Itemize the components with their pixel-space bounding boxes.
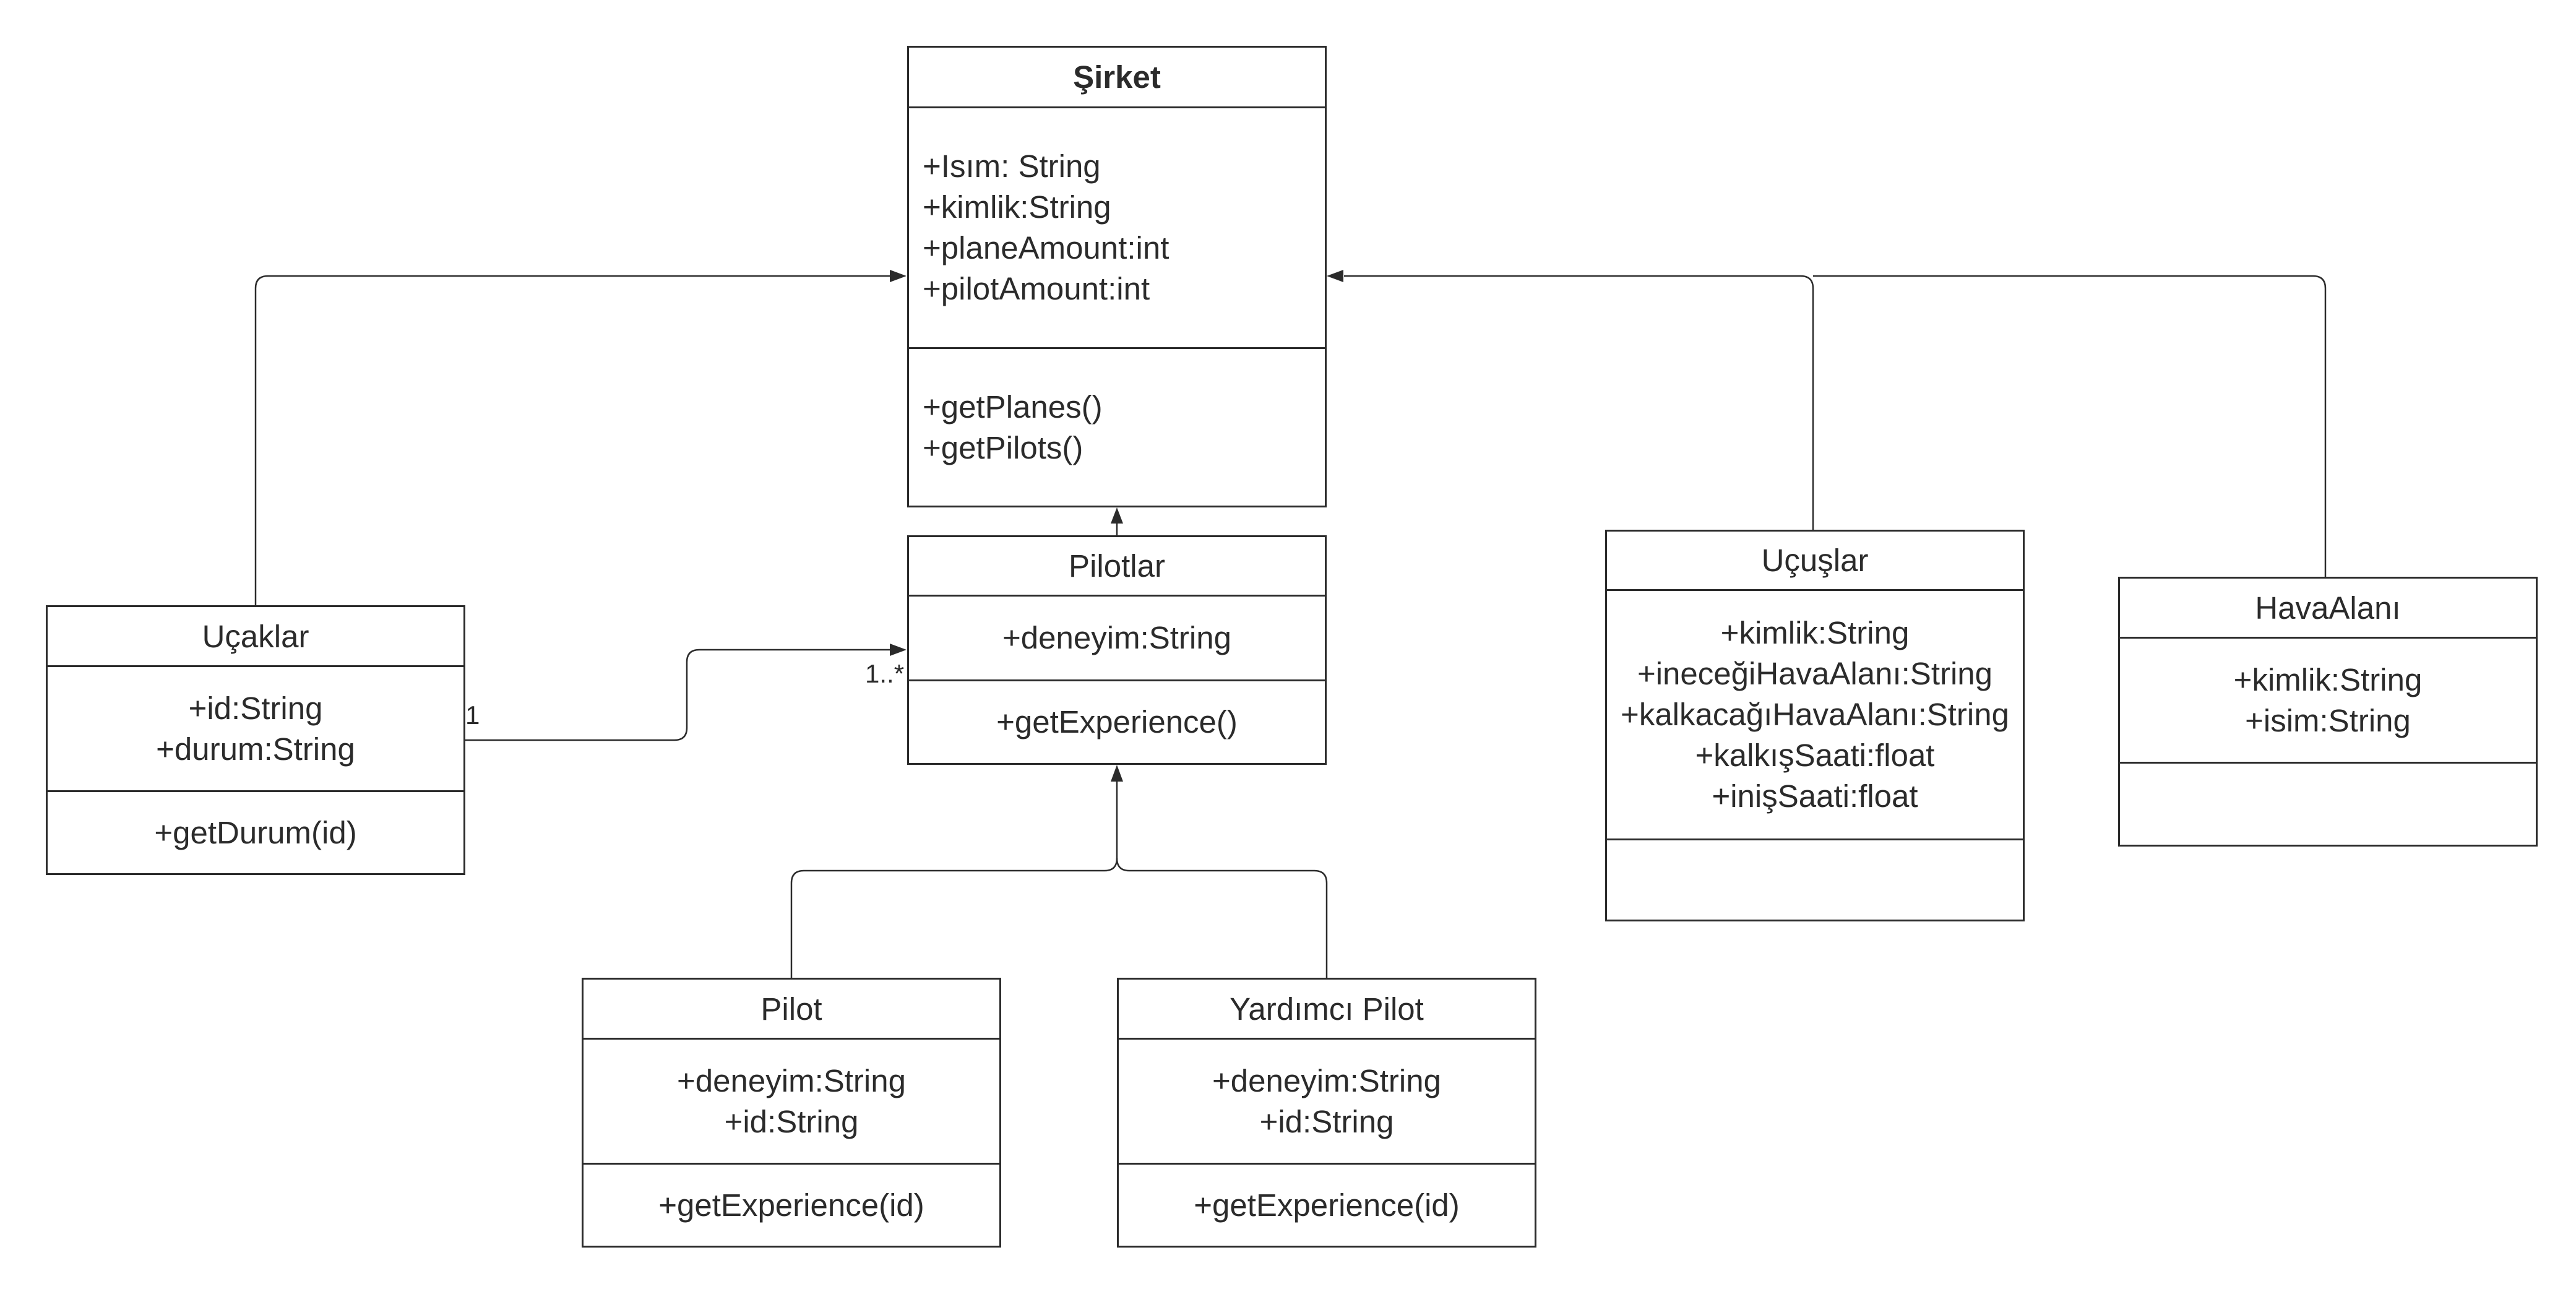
edge-ucaklar-pilotlar-association <box>465 649 891 741</box>
class-ucaklar-methods: +getDurum(id) <box>48 792 463 873</box>
attribute: +durum:String <box>156 731 355 767</box>
class-yardimci-pilot-title: Yardımcı Pilot <box>1119 980 1535 1040</box>
class-havaalani-title: HavaAlanı <box>2120 579 2536 639</box>
attribute: +kalkışSaati:float <box>1695 738 1935 773</box>
class-ucuslar-title: Uçuşlar <box>1607 532 2023 591</box>
attribute: +inişSaati:float <box>1712 778 1918 814</box>
attribute: +kimlik:String <box>923 189 1111 225</box>
class-pilotlar-attributes: +deneyim:String <box>909 597 1325 681</box>
method: +getExperience() <box>996 704 1238 739</box>
attribute: +ineceğiHavaAlanı:String <box>1637 656 1993 691</box>
attribute: +deneyim:String <box>677 1063 906 1098</box>
class-ucaklar[interactable]: Uçaklar +id:String +durum:String +getDur… <box>46 605 465 875</box>
edge-ucuslar-to-sirket <box>1344 275 1814 530</box>
attribute: +kalkacağıHavaAlanı:String <box>1621 697 2009 732</box>
class-sirket-title: Şirket <box>909 48 1325 108</box>
arrowhead-ucuslar-havaalani-sirket <box>1327 270 1343 282</box>
multiplicity-ucaklar-end: 1 <box>465 701 480 730</box>
edge-yardimci-to-pilotlar <box>1116 858 1328 978</box>
class-pilot[interactable]: Pilot +deneyim:String +id:String +getExp… <box>582 978 1001 1248</box>
class-havaalani-methods <box>2120 764 2536 845</box>
class-pilot-title: Pilot <box>584 980 999 1040</box>
attribute: +id:String <box>1259 1103 1394 1139</box>
arrowhead-pilotlar-sirket <box>1111 507 1123 524</box>
method: +getDurum(id) <box>154 814 357 850</box>
class-havaalani-attributes: +kimlik:String +isim:String <box>2120 639 2536 764</box>
attribute: +isim:String <box>2245 702 2411 738</box>
class-ucuslar-methods <box>1607 840 2023 920</box>
attribute: +pilotAmount:int <box>923 271 1150 306</box>
edge-pilot-to-pilotlar <box>790 781 1118 978</box>
class-ucaklar-attributes: +id:String +durum:String <box>48 667 463 792</box>
attribute: +deneyim:String <box>1212 1063 1441 1098</box>
class-sirket-methods: +getPlanes() +getPilots() <box>909 349 1325 506</box>
arrowhead-ucaklar-sirket <box>890 270 907 282</box>
class-pilotlar-title: Pilotlar <box>909 537 1325 597</box>
class-yardimci-pilot-attributes: +deneyim:String +id:String <box>1119 1040 1535 1165</box>
attribute: +planeAmount:int <box>923 230 1170 265</box>
attribute: +Isım: String <box>923 149 1101 184</box>
attribute: +id:String <box>188 690 323 726</box>
edge-ucaklar-to-sirket <box>254 275 891 605</box>
attribute: +deneyim:String <box>1002 620 1231 655</box>
method: +getExperience(id) <box>1194 1187 1460 1223</box>
multiplicity-pilotlar-end: 1..* <box>865 659 905 688</box>
edge-havaalani-to-sirket <box>1813 275 2327 577</box>
class-pilot-attributes: +deneyim:String +id:String <box>584 1040 999 1165</box>
class-ucaklar-title: Uçaklar <box>48 607 463 667</box>
arrowhead-association-pilotlar <box>890 644 907 656</box>
class-pilotlar[interactable]: Pilotlar +deneyim:String +getExperience(… <box>907 535 1327 765</box>
class-sirket[interactable]: Şirket +Isım: String +kimlik:String +pla… <box>907 46 1327 507</box>
attribute: +kimlik:String <box>2233 662 2423 697</box>
class-yardimci-pilot[interactable]: Yardımcı Pilot +deneyim:String +id:Strin… <box>1117 978 1536 1248</box>
class-yardimci-pilot-methods: +getExperience(id) <box>1119 1165 1535 1246</box>
class-havaalani[interactable]: HavaAlanı +kimlik:String +isim:String <box>2118 577 2538 847</box>
class-ucuslar[interactable]: Uçuşlar +kimlik:String +ineceğiHavaAlanı… <box>1605 530 2025 921</box>
arrowhead-generalization-pilotlar <box>1111 765 1123 782</box>
class-pilotlar-methods: +getExperience() <box>909 681 1325 763</box>
method: +getPlanes() <box>923 389 1103 425</box>
class-sirket-attributes: +Isım: String +kimlik:String +planeAmoun… <box>909 108 1325 349</box>
attribute: +id:String <box>724 1103 859 1139</box>
class-pilot-methods: +getExperience(id) <box>584 1165 999 1246</box>
method: +getPilots() <box>923 429 1083 465</box>
attribute: +kimlik:String <box>1720 615 1910 650</box>
class-ucuslar-attributes: +kimlik:String +ineceğiHavaAlanı:String … <box>1607 591 2023 840</box>
method: +getExperience(id) <box>658 1187 924 1223</box>
